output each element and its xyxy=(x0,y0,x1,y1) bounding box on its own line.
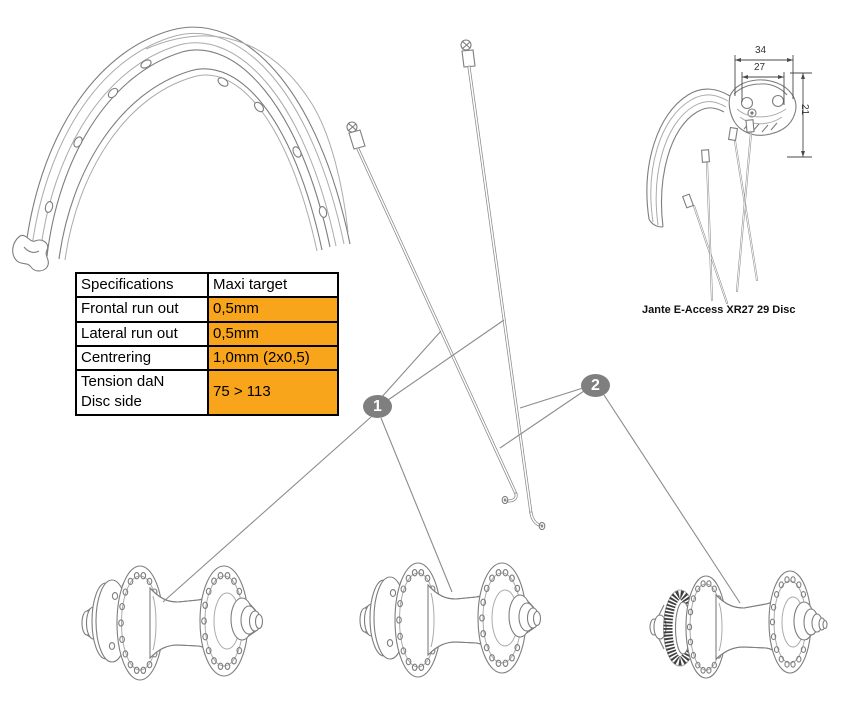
table-row: Lateral run out 0,5mm xyxy=(75,320,339,347)
spoke-2-drawing xyxy=(460,39,546,531)
hub-2-drawing xyxy=(359,562,542,678)
row-frontal-runout-value: 0,5mm xyxy=(207,296,339,323)
rim-detail-drawing xyxy=(646,55,812,304)
hub-1-drawing xyxy=(81,565,264,681)
header-maxi-target: Maxi target xyxy=(207,271,339,299)
row-tension-value: 75 > 113 xyxy=(207,369,339,416)
rim-end-section xyxy=(12,234,49,272)
spoke-1-drawing xyxy=(346,121,518,505)
dimension-lines xyxy=(734,55,812,158)
row-frontal-runout-label: Frontal run out xyxy=(75,296,209,323)
dimension-label-outer-width: 34 xyxy=(755,45,767,56)
row-tension-label: Tension daN Disc side xyxy=(75,369,209,416)
rim-caption: Jante E-Access XR27 29 Disc xyxy=(642,304,796,316)
hub-3-disc-drawing xyxy=(649,570,828,679)
dimension-label-inner-width: 27 xyxy=(754,62,766,73)
specifications-table: Specifications Maxi target Frontal run o… xyxy=(75,271,339,416)
rim-arc-drawing xyxy=(12,26,351,272)
header-specifications: Specifications xyxy=(75,271,209,299)
callout-leader-lines xyxy=(162,319,741,604)
row-lateral-runout-label: Lateral run out xyxy=(75,320,209,347)
row-centrering-label: Centrering xyxy=(75,344,209,372)
tension-label-line1: Tension daN xyxy=(81,373,165,390)
rim-detail-spokes xyxy=(681,119,758,304)
row-centrering-value: 1,0mm (2x0,5) xyxy=(207,344,339,372)
callout-badge-1: 1 xyxy=(363,395,392,418)
table-row: Tension daN Disc side 75 > 113 xyxy=(75,369,339,416)
table-header-row: Specifications Maxi target xyxy=(75,271,339,299)
rim-spoke-holes xyxy=(44,59,328,218)
table-row: Centrering 1,0mm (2x0,5) xyxy=(75,344,339,372)
row-lateral-runout-value: 0,5mm xyxy=(207,320,339,347)
callout-badge-2: 2 xyxy=(581,374,610,397)
dimension-label-depth: 21 xyxy=(799,103,811,116)
tension-label-line2: Disc side xyxy=(81,393,142,411)
table-row: Frontal run out 0,5mm xyxy=(75,296,339,323)
